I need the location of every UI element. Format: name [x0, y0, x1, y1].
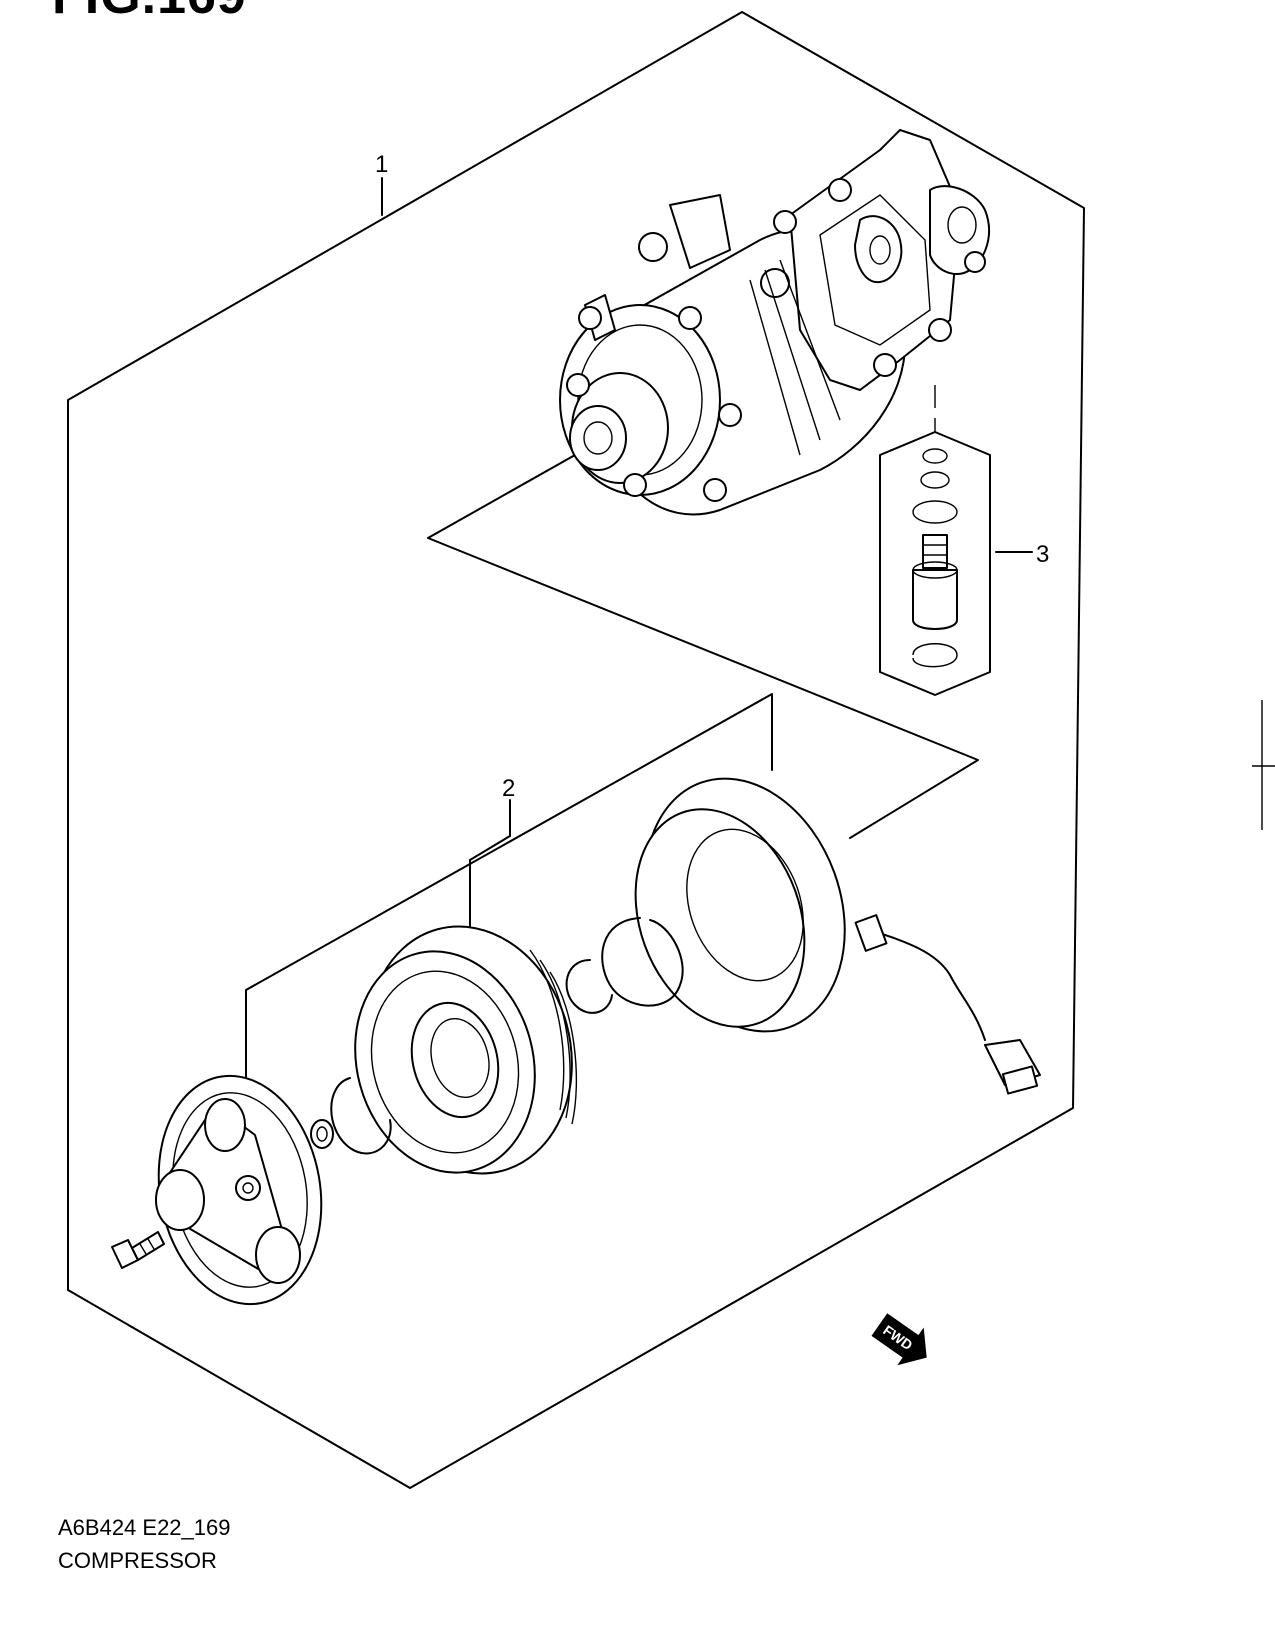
bolt [111, 1231, 165, 1269]
assembly-boundary [67, 11, 1085, 1489]
armature-plate [155, 1074, 323, 1306]
figure-title: FIG.169 [52, 0, 247, 26]
figure-name: COMPRESSOR [58, 1548, 217, 1573]
fwd-direction-arrow-icon: FWD [871, 1313, 927, 1366]
hub-snap-ring [330, 1077, 392, 1155]
field-coil [634, 777, 1041, 1095]
snap-ring-large [601, 917, 684, 1007]
callout-2: 2 [502, 775, 515, 802]
spacer-washer [310, 1119, 334, 1149]
callout-3: 3 [1036, 541, 1049, 568]
clutch-group-bracket [245, 693, 773, 1091]
callout-1: 1 [375, 151, 388, 178]
valve-kit-outline [879, 431, 991, 696]
valve-kit-parts [912, 448, 958, 668]
pulley [354, 925, 578, 1175]
compressor-body [559, 129, 990, 516]
snap-ring-small [565, 959, 613, 1014]
figure-code: A6B424 E22_169 [58, 1515, 231, 1540]
compressor-group-outline [427, 454, 979, 839]
